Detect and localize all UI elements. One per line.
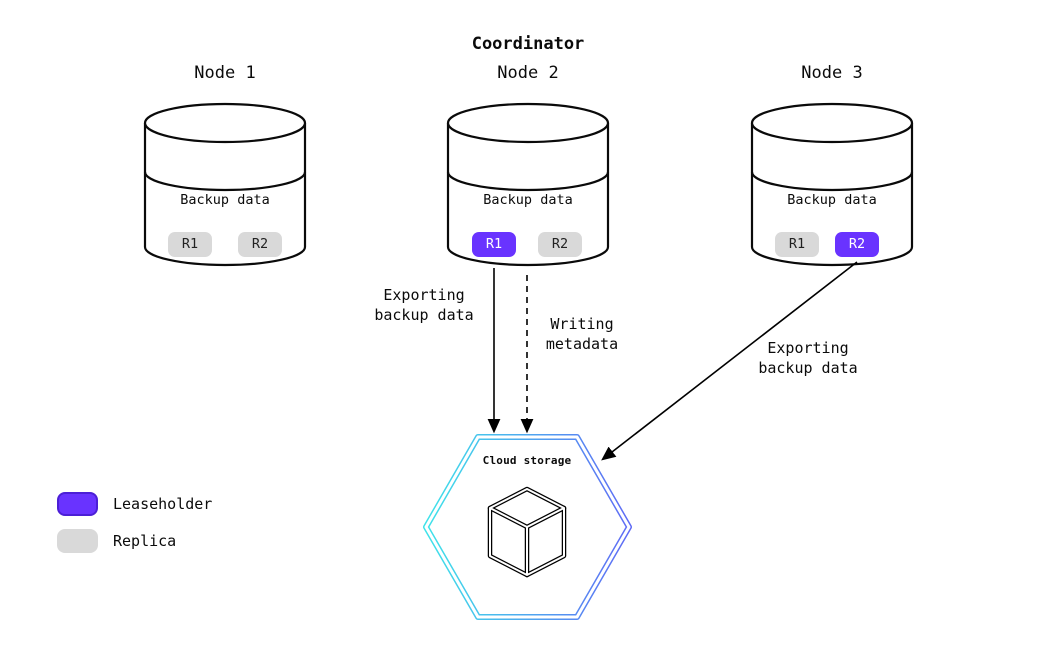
coordinator-title: Coordinator (471, 34, 585, 54)
database-cylinder-node-2 (446, 102, 610, 267)
node-3-label: Node 3 (801, 63, 863, 83)
database-cylinder-node-3 (750, 102, 914, 267)
node-2-leaseholder-r1-badge: R1 (472, 232, 516, 257)
node-3-leaseholder-r2-badge: R2 (835, 232, 879, 257)
node-1-replica-r2-badge: R2 (238, 232, 282, 257)
node-1-label: Node 1 (194, 63, 256, 83)
node-2-replica-r2-badge: R2 (538, 232, 582, 257)
cube-icon (487, 486, 567, 578)
legend-replica-swatch (57, 529, 98, 553)
cloud-storage-label: Cloud storage (482, 454, 572, 467)
writing-metadata-label: Writing metadata (545, 315, 619, 353)
node-3-backup-data-label: Backup data (787, 192, 877, 208)
legend-replica-label: Replica (113, 532, 177, 550)
export-backup-data-label-node3: Exporting backup data (758, 339, 858, 377)
legend-leaseholder-swatch (57, 492, 98, 516)
node-3-replica-r1-badge: R1 (775, 232, 819, 257)
node-2-backup-data-label: Backup data (483, 192, 573, 208)
export-backup-data-label-node2: Exporting backup data (374, 286, 474, 324)
legend-leaseholder-label: Leaseholder (113, 495, 213, 513)
node-2-label: Node 2 (497, 63, 559, 83)
node-1-backup-data-label: Backup data (180, 192, 270, 208)
node-1-replica-r1-badge: R1 (168, 232, 212, 257)
arrow-export-node3 (601, 261, 858, 461)
database-cylinder-node-1 (143, 102, 307, 267)
